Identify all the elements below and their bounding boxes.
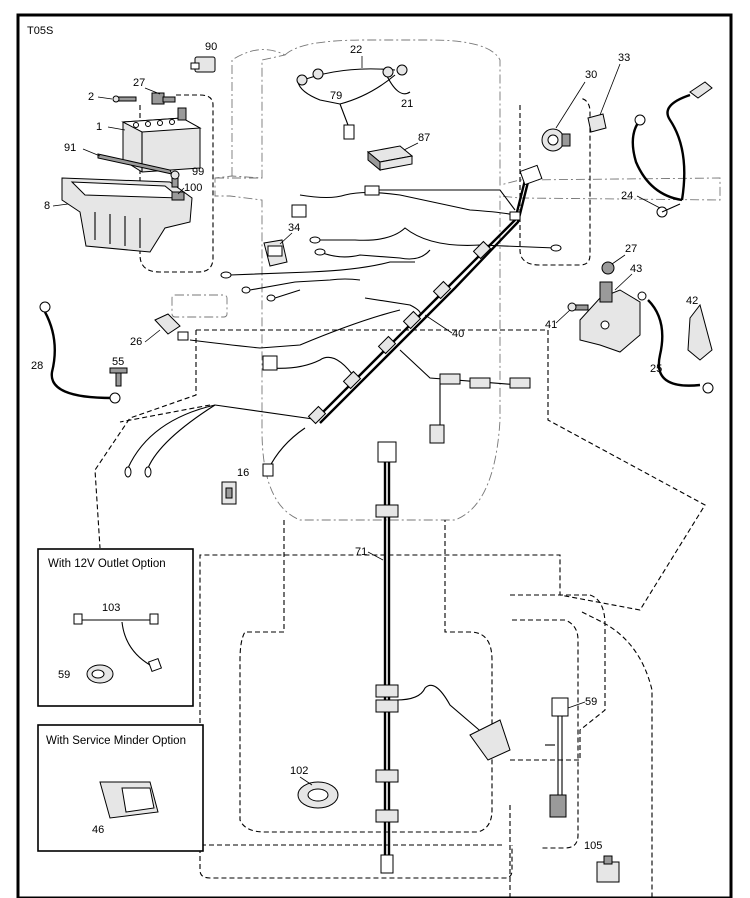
part-90-connector — [190, 56, 216, 73]
callout-46: 46 — [92, 824, 104, 836]
callout-79: 79 — [330, 90, 342, 102]
part-26-relay — [154, 313, 189, 341]
diagram-code: T05S — [27, 25, 53, 37]
callout-22: 22 — [350, 44, 362, 56]
part-28-cable — [39, 301, 121, 404]
part-105-connector — [596, 855, 620, 883]
part-41-bolt — [567, 302, 589, 312]
chassis-outline — [94, 94, 706, 898]
part-34-switch — [263, 239, 288, 267]
callout-59: 59 — [58, 669, 70, 681]
callout-43: 43 — [630, 263, 642, 275]
part-29-horn — [297, 781, 339, 809]
part-33-key — [587, 113, 607, 133]
part-22-headlight-harness — [296, 64, 411, 140]
callout-24: 24 — [621, 190, 633, 202]
callout-87: 87 — [418, 132, 430, 144]
part-42-boot — [687, 303, 713, 361]
part-16-connector — [221, 481, 237, 505]
callout-71: 71 — [355, 546, 367, 558]
callout-33: 33 — [618, 52, 630, 64]
part-24-cable — [631, 81, 713, 218]
callout-28: 28 — [31, 360, 43, 372]
body-outline — [171, 39, 721, 521]
inset-12v-title: With 12V Outlet Option — [48, 558, 166, 570]
part-43-solenoid — [579, 281, 641, 353]
part-71-harness — [375, 441, 511, 874]
part-25-cable — [637, 291, 714, 394]
part-30-ignition-switch — [541, 128, 571, 152]
inset-service-minder: With Service Minder Option 46 — [37, 724, 204, 852]
callout-26: 26 — [130, 336, 142, 348]
callout-105: 105 — [584, 840, 602, 852]
callout-8: 8 — [44, 200, 50, 212]
part-2-bolt — [112, 95, 137, 103]
part-87-switch — [366, 145, 414, 172]
part-99-screw — [170, 170, 180, 188]
part-46-service-minder — [99, 781, 159, 819]
part-8-battery-tray — [61, 177, 193, 253]
inset-12v-outlet: With 12V Outlet Option 103 59 — [37, 548, 194, 707]
callout-21: 21 — [401, 98, 413, 110]
callout-90: 90 — [205, 41, 217, 53]
callout-91: 91 — [64, 142, 76, 154]
callout-16: 16 — [237, 467, 249, 479]
callout-27-solenoid: 27 — [625, 243, 637, 255]
inset-service-minder-title: With Service Minder Option — [46, 735, 186, 747]
part-55-screw — [109, 367, 128, 387]
part-102-switch — [545, 697, 569, 818]
callout-99: 99 — [192, 166, 204, 178]
callout-102: 59 — [585, 696, 597, 708]
part-100-nut — [171, 191, 185, 201]
callout-25: 25 — [650, 363, 662, 375]
callout-42: 42 — [686, 295, 698, 307]
callout-30: 30 — [585, 69, 597, 81]
callout-41: 41 — [545, 319, 557, 331]
callout-103: 103 — [102, 602, 120, 614]
part-59-outlet — [86, 664, 114, 684]
part-1-battery — [121, 107, 202, 173]
callout-34: 34 — [288, 222, 300, 234]
callout-29: 102 — [290, 765, 308, 777]
callout-2: 2 — [88, 91, 94, 103]
callout-55: 55 — [112, 356, 124, 368]
callout-27-battery: 27 — [133, 77, 145, 89]
callout-1: 1 — [96, 121, 102, 133]
part-40-main-harness — [124, 164, 562, 478]
callout-40: 40 — [452, 328, 464, 340]
part-27-nut-solenoid — [601, 261, 615, 275]
callout-100: 100 — [184, 182, 202, 194]
